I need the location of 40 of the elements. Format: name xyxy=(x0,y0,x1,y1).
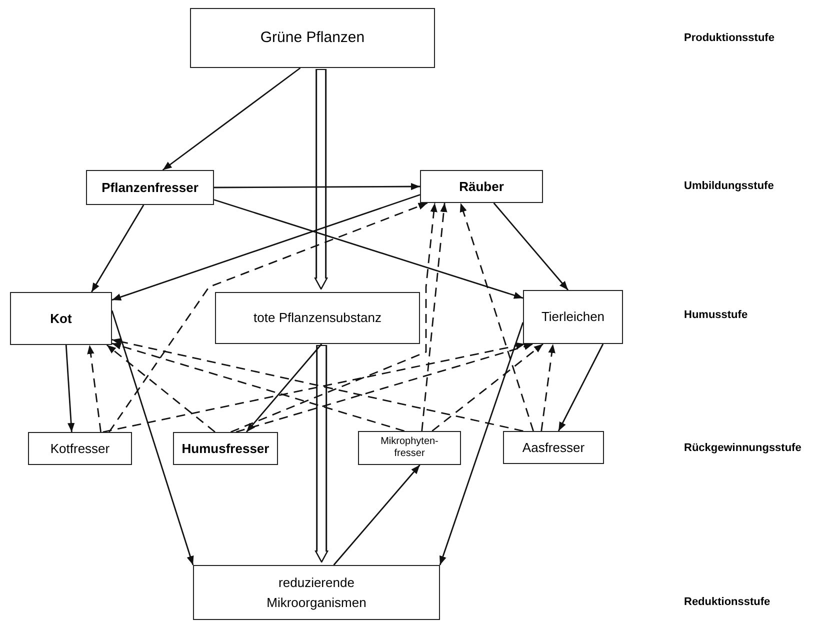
process-box: Humusfresser xyxy=(173,432,278,465)
level-label: Humusstufe xyxy=(684,308,748,323)
process-box: reduzierende Mikroorganismen xyxy=(193,565,440,620)
arrow xyxy=(246,344,322,432)
arrow xyxy=(558,344,604,432)
level-label: Rückgewinnungsstufe xyxy=(684,441,802,456)
hollow-arrow xyxy=(314,69,328,290)
dashed-arrow xyxy=(540,344,556,432)
dashed-arrow xyxy=(421,202,448,432)
arrow xyxy=(112,194,420,301)
process-box: tote Pflanzensubstanz xyxy=(215,292,420,344)
dashed-arrow xyxy=(87,344,102,432)
dashed-arrow xyxy=(460,202,534,432)
dashed-arrow xyxy=(106,344,216,433)
dashed-arrow xyxy=(236,343,534,433)
dashed-arrow xyxy=(432,343,544,432)
process-box: Kot xyxy=(10,292,112,345)
arrow xyxy=(333,464,420,566)
arrow xyxy=(65,344,75,432)
process-box: Kotfresser xyxy=(28,432,132,465)
arrow xyxy=(214,199,524,299)
arrow xyxy=(162,67,301,171)
process-box: Räuber xyxy=(420,170,543,203)
hollow-arrow xyxy=(314,345,328,563)
level-label: Reduktionsstufe xyxy=(684,595,770,610)
dashed-arrow xyxy=(108,202,428,432)
process-box: Pflanzenfresser xyxy=(86,170,214,205)
process-box: Mikrophyten-fresser xyxy=(358,431,461,465)
level-label: Umbildungsstufe xyxy=(684,179,774,194)
arrow xyxy=(439,322,524,566)
arrow xyxy=(214,182,420,190)
dashed-arrow xyxy=(230,202,438,433)
arrow xyxy=(493,202,569,290)
arrow xyxy=(111,310,194,566)
arrow xyxy=(91,204,144,292)
process-box: Grüne Pflanzen xyxy=(190,8,435,68)
process-box: Aasfresser xyxy=(503,431,604,464)
level-label: Produktionsstufe xyxy=(684,31,774,46)
dashed-arrow xyxy=(112,342,405,432)
process-box: Tierleichen xyxy=(523,290,623,344)
